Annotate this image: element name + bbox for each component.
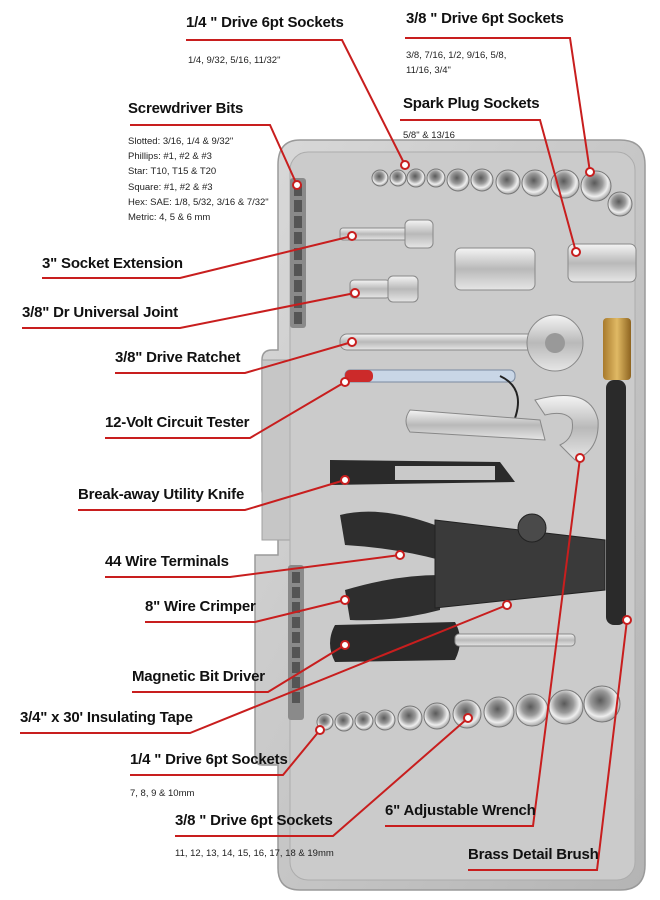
socket <box>397 705 423 731</box>
adjustable-wrench <box>405 395 599 461</box>
leader-screwdriver-bits <box>130 124 298 186</box>
label-screwdriver-bits: Screwdriver Bits <box>128 100 244 117</box>
sizes-drive38-top-line1: 3/8, 7/16, 1/2, 9/16, 5/8, <box>406 50 507 61</box>
label-drive38-top: 3/8 " Drive 6pt Sockets <box>406 10 564 27</box>
bottom-socket-row <box>316 685 621 732</box>
socket <box>446 168 470 192</box>
leader-circuit-tester <box>105 381 346 439</box>
bits-hex: Hex: SAE: 1/8, 5/32, 3/16 & 7/32" <box>128 196 269 208</box>
sizes-drive14-bottom: 7, 8, 9 & 10mm <box>130 788 195 799</box>
wire-crimper <box>340 511 606 621</box>
utility-knife <box>330 460 515 485</box>
socket <box>550 169 580 199</box>
label-wire-terminals: 44 Wire Terminals <box>105 553 229 570</box>
socket <box>495 169 521 195</box>
label-brass-brush: Brass Detail Brush <box>468 846 599 863</box>
socket <box>521 169 549 197</box>
socket <box>389 169 407 187</box>
ratchet <box>339 314 584 372</box>
socket <box>406 168 426 188</box>
bits-slotted: Slotted: 3/16, 1/4 & 9/32" <box>128 136 234 147</box>
socket <box>354 711 374 731</box>
label-adjustable-wrench: 6" Adjustable Wrench <box>385 802 536 819</box>
socket <box>371 169 389 187</box>
label-drive38-bottom: 3/8 " Drive 6pt Sockets <box>175 812 333 829</box>
bits-metric: Metric: 4, 5 & 6 mm <box>128 212 211 224</box>
bits-star: Star: T10, T15 & T20 <box>128 166 217 178</box>
leader-universal-joint <box>22 292 356 329</box>
bit-holder-top <box>290 178 306 328</box>
bits-square: Square: #1, #2 & #3 <box>128 181 213 193</box>
socket <box>423 702 451 730</box>
label-universal-joint: 3/8" Dr Universal Joint <box>22 304 178 321</box>
socket <box>374 709 396 731</box>
sizes-drive14-top: 1/4, 9/32, 5/16, 11/32" <box>188 55 281 66</box>
socket <box>470 168 494 192</box>
bit-holder-bottom <box>288 565 304 720</box>
leader-socket-extension <box>42 235 353 279</box>
leader-dots <box>292 160 632 735</box>
leader-drive14-top <box>186 39 406 166</box>
label-bit-driver: Magnetic Bit Driver <box>132 668 265 685</box>
leader-wire-crimper <box>145 599 346 623</box>
leader-ratchet <box>115 341 353 374</box>
label-drive14-top: 1/4 " Drive 6pt Sockets <box>186 14 344 31</box>
leader-insulating-tape <box>20 604 508 734</box>
leader-spark-plug <box>400 119 577 253</box>
label-circuit-tester: 12-Volt Circuit Tester <box>105 414 250 431</box>
bits-phillips: Phillips: #1, #2 & #3 <box>128 151 212 163</box>
socket <box>580 170 612 202</box>
leader-drive38-bottom <box>175 717 469 837</box>
socket-extension <box>339 219 434 249</box>
label-insulating-tape: 3/4" x 30' Insulating Tape <box>20 709 193 726</box>
leader-wire-terminals <box>105 554 401 578</box>
label-drive14-bottom: 1/4 " Drive 6pt Sockets <box>130 751 288 768</box>
socket <box>583 685 621 723</box>
brass-brush <box>603 318 631 625</box>
socket <box>515 693 549 727</box>
leader-drive38-top <box>405 37 591 173</box>
label-spark-plug: Spark Plug Sockets <box>403 95 540 112</box>
label-socket-extension: 3" Socket Extension <box>42 255 183 272</box>
leader-lines <box>20 37 628 871</box>
socket <box>607 191 633 217</box>
sizes-drive38-top-line2: 11/16, 3/4" <box>406 65 451 76</box>
bit-driver <box>330 622 576 662</box>
leader-adjustable-wrench <box>385 457 581 827</box>
sizes-drive38-bottom: 11, 12, 13, 14, 15, 16, 17, 18 & 19mm <box>175 848 334 859</box>
sizes-spark-plug: 5/8" & 13/16 <box>403 130 455 141</box>
label-utility-knife: Break-away Utility Knife <box>78 486 245 503</box>
socket <box>548 689 584 725</box>
socket <box>483 696 515 728</box>
circuit-tester <box>344 369 519 431</box>
leader-utility-knife <box>78 479 346 511</box>
socket <box>426 168 446 188</box>
spark-plug-sockets <box>454 243 637 291</box>
leader-bit-driver <box>132 644 346 693</box>
leader-drive14-bottom <box>130 729 321 776</box>
label-wire-crimper: 8" Wire Crimper <box>145 598 256 615</box>
top-socket-row <box>371 168 633 217</box>
label-ratchet: 3/8" Drive Ratchet <box>115 349 241 366</box>
leader-brass-brush <box>468 619 628 871</box>
universal-joint <box>349 275 419 303</box>
socket <box>334 712 354 732</box>
screwdriver-bits-details: Slotted: 3/16, 1/4 & 9/32" Phillips: #1,… <box>128 134 269 225</box>
